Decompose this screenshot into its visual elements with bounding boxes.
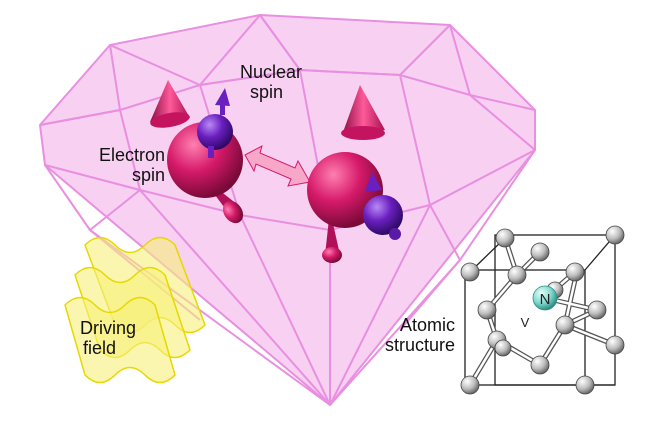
nitrogen-atom xyxy=(532,285,558,311)
driving-field-label-line2: field xyxy=(83,338,117,358)
nuclear-spin-label-line1: Nuclear xyxy=(240,62,303,82)
atomic-structure-label-line1: Atomic xyxy=(399,315,455,335)
driving-field-label: Driving field xyxy=(80,318,136,358)
electron-spin-label-line2: spin xyxy=(131,165,165,185)
nuclear-spin-label-line2: spin xyxy=(250,82,284,102)
nitrogen-label: N xyxy=(540,291,551,308)
nuclear-spin-label: Nuclear spin xyxy=(240,62,302,102)
atomic-structure-lattice: N V xyxy=(460,225,625,395)
electron-spin-label-line1: Electron xyxy=(98,145,165,165)
nuclear-spin-2 xyxy=(363,172,403,240)
atomic-structure-label-line2: structure xyxy=(384,335,455,355)
vacancy-label: V xyxy=(521,315,530,330)
atomic-structure-label: Atomic structure xyxy=(365,315,455,355)
electron-spin-label: Electron spin xyxy=(80,145,165,185)
driving-field-wave xyxy=(64,236,206,384)
driving-field-label-line1: Driving xyxy=(80,318,137,338)
carbon-atoms xyxy=(460,225,625,395)
nuclear-spin-1 xyxy=(197,88,233,158)
